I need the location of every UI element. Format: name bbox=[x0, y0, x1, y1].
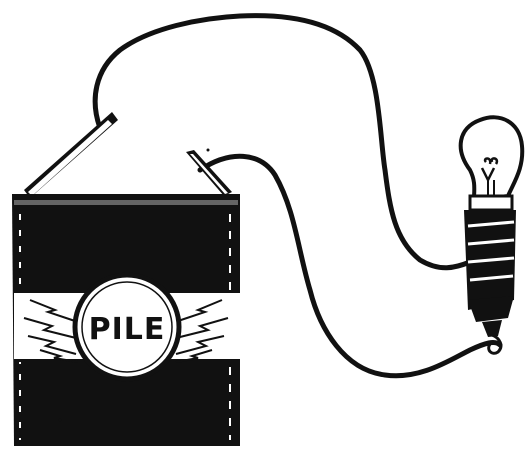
lightning-bolts-right bbox=[174, 299, 229, 363]
battery-emblem bbox=[72, 272, 182, 382]
battery-label: PILE bbox=[89, 312, 166, 347]
terminal-right bbox=[186, 150, 232, 196]
wire-end-loop bbox=[487, 333, 503, 355]
battery-icon: PILE bbox=[12, 194, 240, 446]
wire-top bbox=[92, 13, 473, 271]
wire-bottom bbox=[197, 153, 503, 379]
bulb-screw-base bbox=[464, 210, 516, 337]
light-bulb-icon bbox=[458, 115, 525, 337]
lightning-bolts-left bbox=[23, 299, 79, 363]
terminal-left bbox=[24, 112, 118, 198]
